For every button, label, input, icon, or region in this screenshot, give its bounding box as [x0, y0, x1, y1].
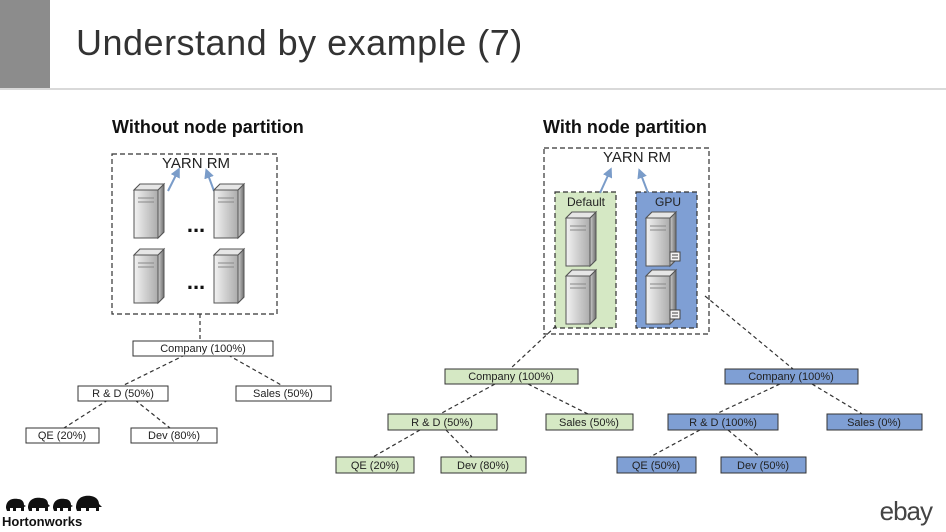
gpu-partition-label: GPU	[655, 195, 681, 209]
right-rm-label: YARN RM	[603, 149, 671, 166]
right-tree-edges	[372, 295, 863, 458]
left-cluster-box	[111, 153, 278, 315]
default-server-icon-1	[565, 211, 597, 267]
gpu-queue-dev-label: Dev (50%)	[737, 460, 789, 472]
gpu-queue-qe: QE (50%)	[616, 456, 697, 474]
left-ellipsis-2: ...	[187, 269, 205, 294]
left-queue-qe: QE (20%)	[25, 427, 100, 444]
left-queue-company: Company (100%)	[132, 340, 274, 357]
default-queue-company: Company (100%)	[444, 368, 579, 385]
default-queue-rd-label: R & D (50%)	[411, 417, 473, 429]
gpu-card-icon-2	[669, 309, 681, 320]
header-rule	[0, 88, 946, 90]
left-ellipsis-1: ...	[187, 212, 205, 237]
left-heading: Without node partition	[112, 117, 304, 137]
left-queue-sales: Sales (50%)	[235, 385, 332, 402]
left-queue-rd-label: R & D (50%)	[92, 388, 154, 400]
gpu-queue-qe-label: QE (50%)	[632, 460, 680, 472]
left-rm-label: YARN RM	[162, 155, 230, 172]
left-queue-rd: R & D (50%)	[77, 385, 169, 402]
slide-title: Understand by example (7)	[76, 22, 523, 63]
default-queue-qe-label: QE (20%)	[351, 460, 399, 472]
right-arrow-gpu	[637, 168, 649, 194]
gpu-queue-rd: R & D (100%)	[667, 413, 779, 431]
gpu-queue-sales-label: Sales (0%)	[847, 417, 901, 429]
right-cluster-box	[543, 147, 710, 335]
left-server-icon-1	[133, 183, 165, 239]
left-server-icon-4	[213, 248, 245, 304]
default-queue-company-label: Company (100%)	[468, 371, 554, 383]
left-server-icon-2	[213, 183, 245, 239]
ebay-logo: ebay	[879, 496, 933, 526]
gpu-queue-sales: Sales (0%)	[826, 413, 923, 431]
default-server-icon-2	[565, 269, 597, 325]
gpu-queue-company-label: Company (100%)	[748, 371, 834, 383]
gpu-queue-company: Company (100%)	[724, 368, 859, 385]
hortonworks-logo: Hortonworks	[2, 492, 112, 532]
right-heading: With node partition	[543, 117, 707, 137]
gpu-card-icon-1	[669, 251, 681, 262]
default-queue-rd: R & D (50%)	[387, 413, 498, 431]
default-queue-dev-label: Dev (80%)	[457, 460, 509, 472]
left-server-icon-3	[133, 248, 165, 304]
default-queue-qe: QE (20%)	[335, 456, 415, 474]
gpu-queue-dev: Dev (50%)	[720, 456, 807, 474]
default-partition-label: Default	[567, 195, 606, 209]
left-queue-dev: Dev (80%)	[130, 427, 218, 444]
default-queue-dev: Dev (80%)	[440, 456, 527, 474]
left-arrow-2	[204, 168, 215, 192]
left-queue-dev-label: Dev (80%)	[148, 430, 200, 442]
hortonworks-wordmark: Hortonworks	[2, 514, 83, 529]
default-queue-sales: Sales (50%)	[545, 413, 634, 431]
right-arrow-default	[599, 167, 613, 194]
left-tree-edges	[63, 314, 284, 429]
header-band	[0, 0, 946, 88]
default-queue-sales-label: Sales (50%)	[559, 417, 619, 429]
left-queue-company-label: Company (100%)	[160, 343, 246, 355]
left-queue-qe-label: QE (20%)	[38, 430, 86, 442]
gpu-queue-rd-label: R & D (100%)	[689, 417, 757, 429]
elephant-icon	[6, 495, 102, 511]
left-arrow-1	[167, 167, 180, 192]
accent-bar	[0, 0, 50, 88]
left-queue-sales-label: Sales (50%)	[253, 388, 313, 400]
